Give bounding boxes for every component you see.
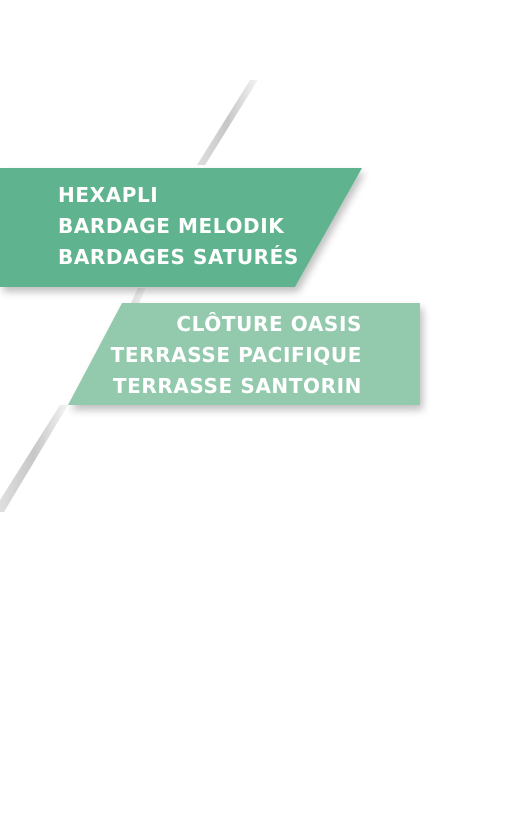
menu-item-hexapli[interactable]: HEXAPLI	[58, 183, 159, 207]
menu-group-2: CLÔTURE OASIS TERRASSE PACIFIQUE TERRASS…	[104, 309, 362, 402]
primary-band	[0, 168, 362, 287]
menu-item-cloture-oasis[interactable]: CLÔTURE OASIS	[176, 312, 362, 336]
menu-item-terrasse-pacifique[interactable]: TERRASSE PACIFIQUE	[110, 343, 362, 367]
diagonal-slash-lower	[0, 405, 68, 512]
diagonal-slash-upper	[197, 80, 258, 165]
menu-item-bardage-melodik[interactable]: BARDAGE MELODIK	[58, 214, 285, 238]
secondary-band	[68, 303, 420, 405]
menu-item-bardages-satures[interactable]: BARDAGES SATURÉS	[58, 245, 299, 269]
menu-group-1: HEXAPLI BARDAGE MELODIK BARDAGES SATURÉS	[58, 180, 299, 273]
menu-item-terrasse-santorin[interactable]: TERRASSE SANTORIN	[112, 374, 362, 398]
